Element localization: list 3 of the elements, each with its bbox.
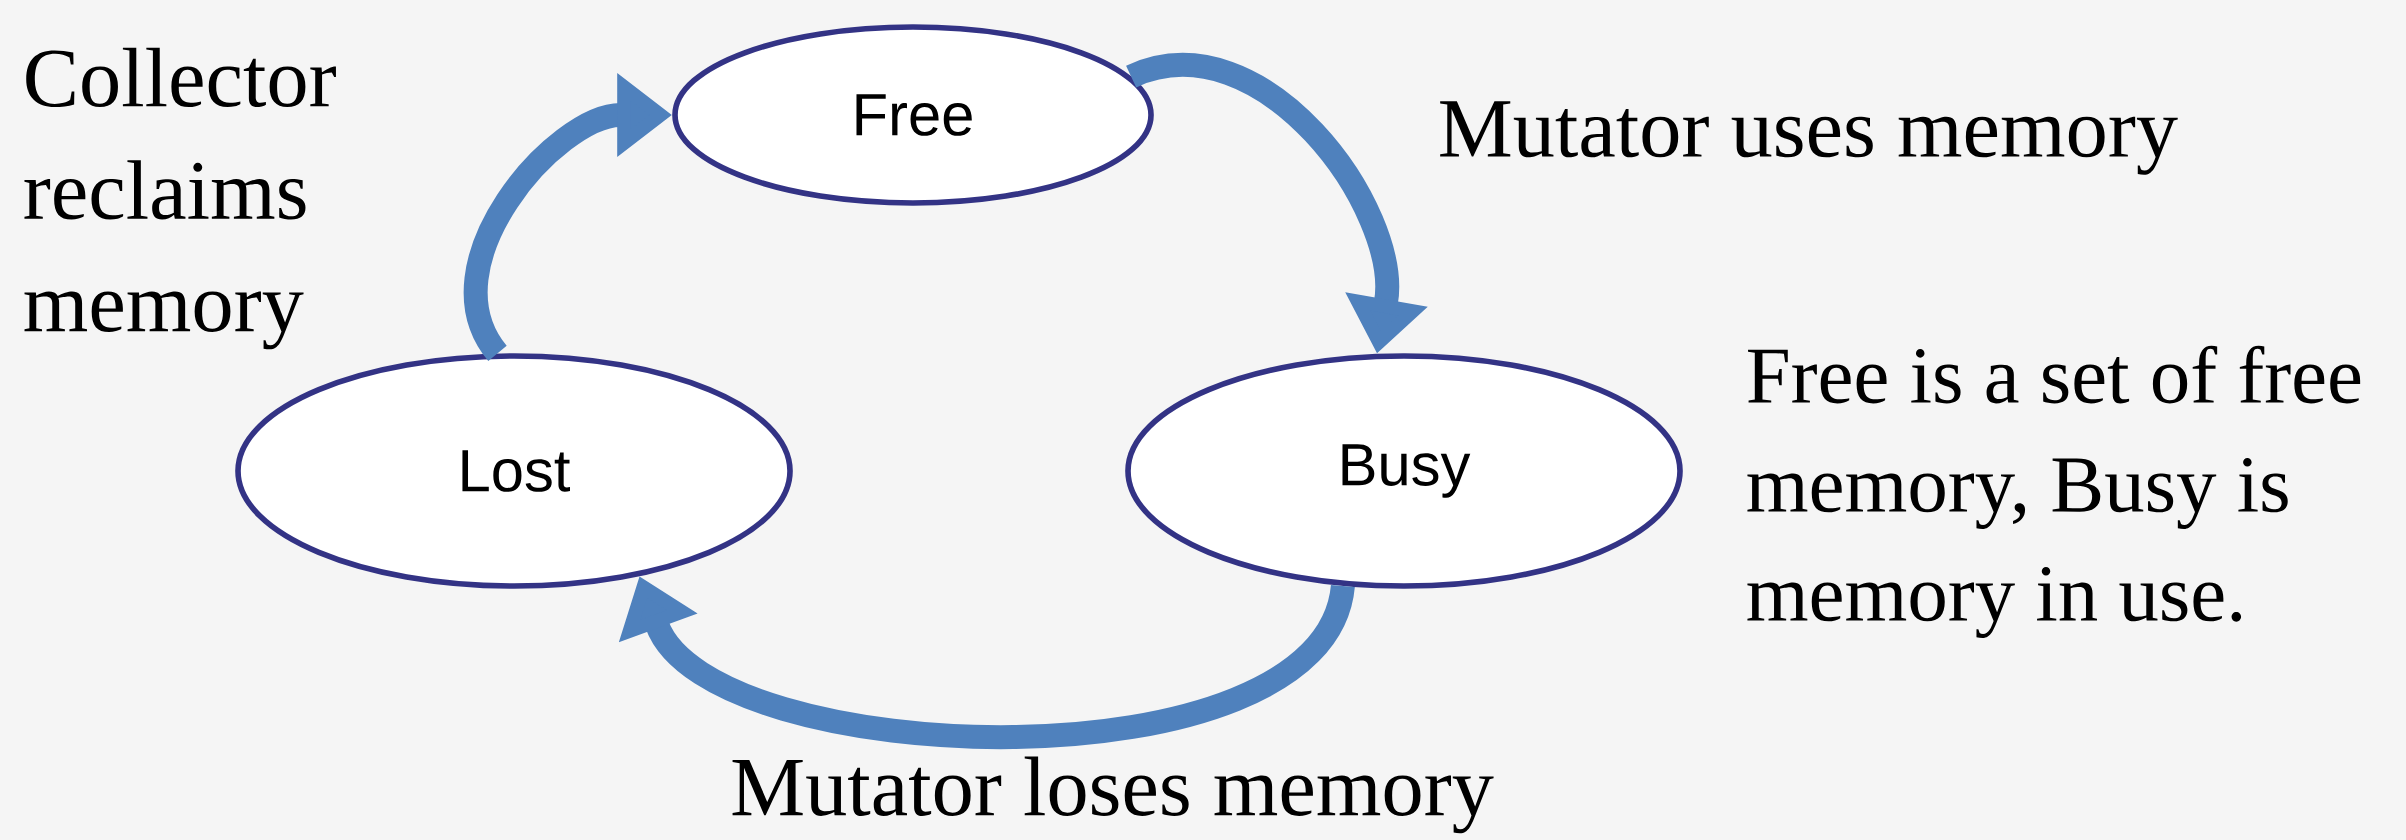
edge-label: Mutator loses memory [732,756,1494,834]
edge-label: Mutator uses memory [1440,101,2178,175]
edge-label: Collector reclaims memory [24,47,336,350]
